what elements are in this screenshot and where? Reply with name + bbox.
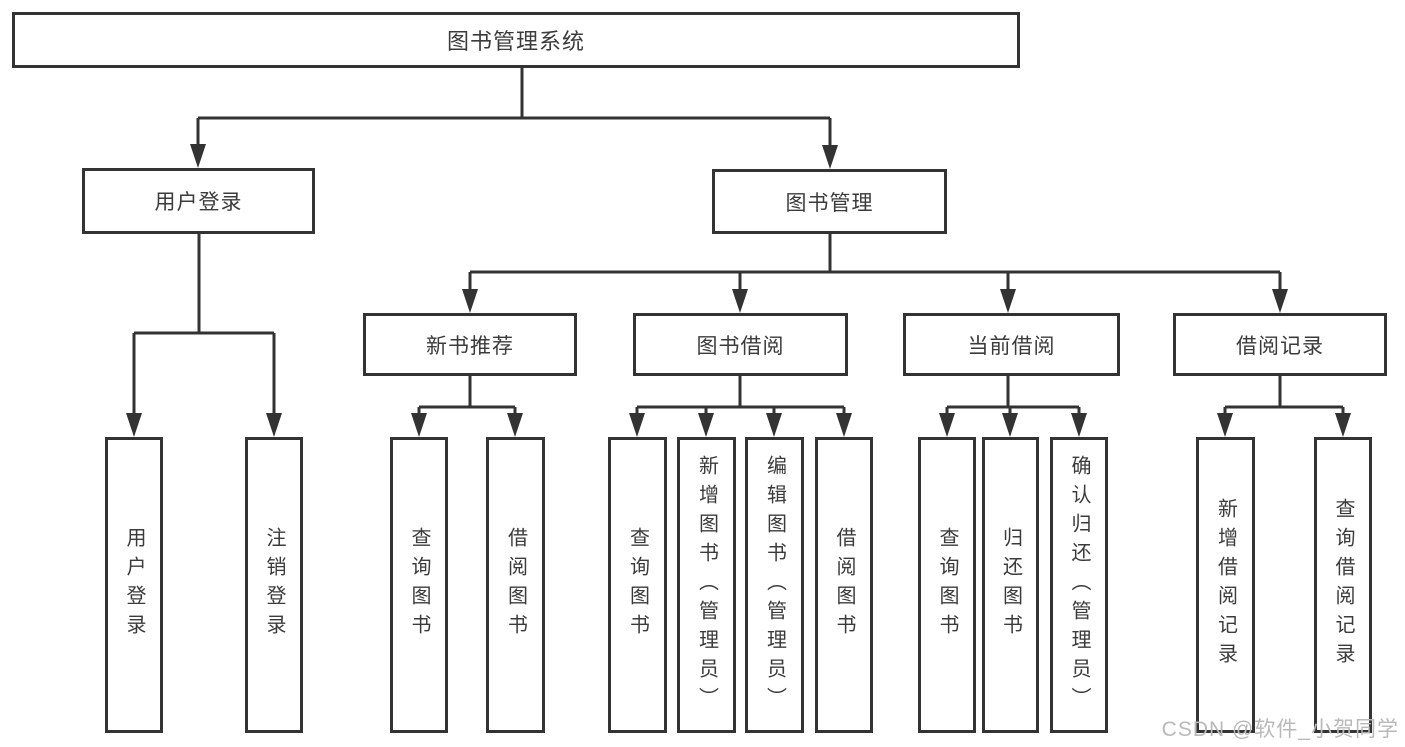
leaf-borrow-books: 借阅图书 bbox=[815, 437, 873, 733]
node-label: 查询图书 bbox=[408, 527, 430, 643]
node-label: 用户登录 bbox=[154, 191, 243, 214]
node-label: 注销登录 bbox=[263, 527, 285, 643]
node-label: 图书借阅 bbox=[696, 334, 785, 358]
node-label: 借阅记录 bbox=[1236, 334, 1324, 358]
node-label: 新书推荐 bbox=[426, 334, 514, 358]
leaf-query-books-borrow: 查询图书 bbox=[608, 437, 667, 733]
node-label: 查询借阅记录 bbox=[1332, 498, 1354, 672]
node-label: 查询图书 bbox=[626, 527, 649, 643]
node-book-management: 图书管理 bbox=[712, 169, 947, 234]
leaf-return-books: 归还图书 bbox=[982, 437, 1039, 733]
node-book-borrowing: 图书借阅 bbox=[633, 313, 848, 376]
node-new-book-recommendation: 新书推荐 bbox=[363, 313, 577, 376]
node-borrowing-records: 借阅记录 bbox=[1173, 313, 1387, 376]
node-label: 图书管理系统 bbox=[446, 29, 585, 54]
leaf-logout: 注销登录 bbox=[245, 437, 303, 733]
node-label: 借阅图书 bbox=[504, 527, 527, 643]
leaf-edit-books-admin: 编辑图书（管理员） bbox=[745, 437, 804, 733]
node-label: 图书管理 bbox=[785, 191, 874, 215]
leaf-borrow-books-recommend: 借阅图书 bbox=[486, 437, 545, 733]
leaf-add-borrow-record: 新增借阅记录 bbox=[1196, 437, 1255, 733]
node-label: 查询图书 bbox=[936, 527, 958, 643]
node-label: 新增借阅记录 bbox=[1214, 498, 1237, 672]
node-label: 归还图书 bbox=[999, 527, 1022, 643]
node-library-management-system: 图书管理系统 bbox=[12, 12, 1020, 68]
node-label: 用户登录 bbox=[123, 527, 145, 643]
node-current-borrowing: 当前借阅 bbox=[903, 313, 1120, 376]
leaf-query-books-recommend: 查询图书 bbox=[390, 437, 448, 733]
node-label: 借阅图书 bbox=[833, 527, 855, 643]
node-label: 新增图书（管理员） bbox=[695, 454, 718, 716]
leaf-user-login: 用户登录 bbox=[105, 437, 163, 733]
node-label: 编辑图书（管理员） bbox=[763, 454, 786, 716]
leaf-confirm-return-admin: 确认归还（管理员） bbox=[1050, 437, 1108, 733]
leaf-query-books-current: 查询图书 bbox=[918, 437, 976, 733]
leaf-query-borrow-record: 查询借阅记录 bbox=[1314, 437, 1372, 733]
leaf-add-books-admin: 新增图书（管理员） bbox=[677, 437, 736, 733]
node-label: 确认归还（管理员） bbox=[1068, 454, 1090, 716]
node-user-login: 用户登录 bbox=[82, 168, 315, 234]
csdn-watermark: CSDN @软件_小贺同学 bbox=[1161, 718, 1399, 741]
node-label: 当前借阅 bbox=[967, 334, 1056, 358]
